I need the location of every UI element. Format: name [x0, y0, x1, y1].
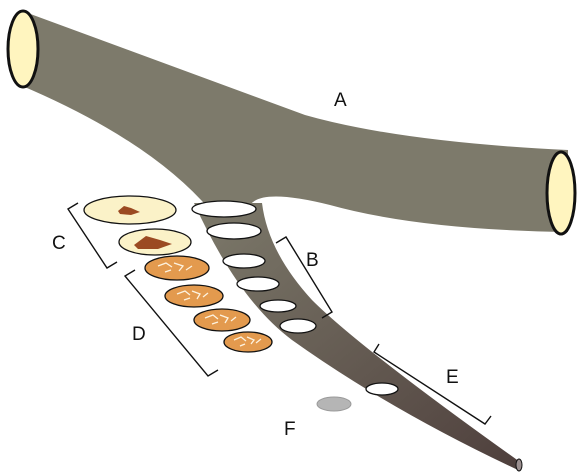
sample-hole	[260, 300, 296, 312]
left-cut-face	[8, 11, 38, 87]
stained-section	[145, 256, 209, 280]
label-d: D	[132, 324, 146, 345]
sample-hole	[237, 277, 279, 291]
label-e: E	[446, 367, 459, 388]
loose-section	[317, 397, 351, 411]
sample-hole	[366, 383, 398, 395]
stained-section	[194, 309, 250, 331]
label-a: A	[334, 90, 347, 111]
label-f: F	[284, 419, 296, 440]
stained-section	[224, 332, 272, 352]
right-cut-face	[547, 152, 575, 234]
cross-sections-c	[84, 196, 191, 255]
sample-hole	[280, 319, 316, 333]
stained-section	[165, 285, 223, 307]
branch-tip-end	[516, 459, 522, 471]
sample-hole	[207, 223, 261, 239]
label-c: C	[52, 233, 66, 254]
label-b: B	[306, 250, 319, 271]
sample-hole	[192, 201, 256, 217]
sample-hole	[223, 254, 265, 268]
